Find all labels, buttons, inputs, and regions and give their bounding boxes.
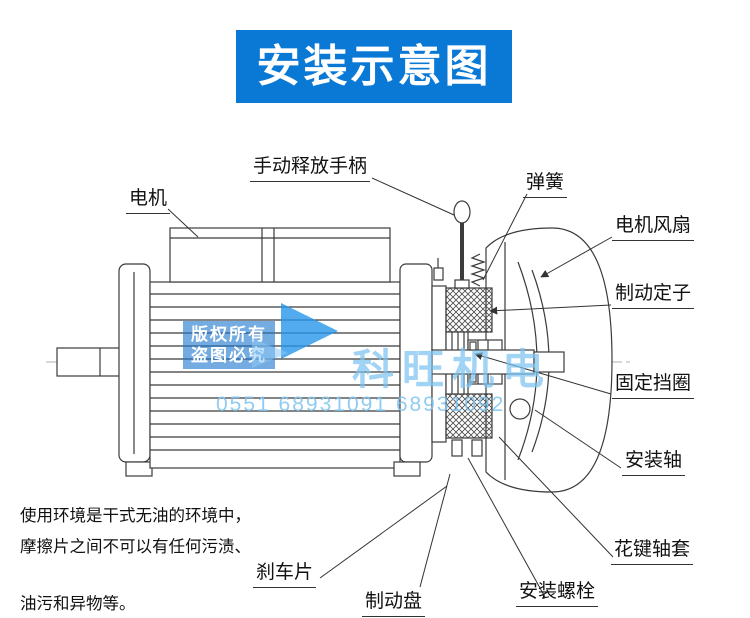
part-label-mounting-shaft-text: 安装轴 [622, 445, 686, 476]
part-label-retaining-ring-text: 固定挡圈 [612, 368, 695, 399]
part-label-brake-pad-text: 刹车片 [253, 557, 317, 588]
usage-note-line3: 油污和异物等。 [20, 595, 136, 613]
watermark-brand: 科旺机电 [352, 346, 553, 393]
watermark-copyright-line1: 版权所有 [191, 325, 267, 344]
terminal-box [169, 227, 391, 283]
part-label-mounting-shaft: 安装轴 [622, 445, 686, 476]
part-label-brake-pad: 刹车片 [253, 557, 317, 588]
mounting-bolt-right [471, 439, 483, 457]
watermark-copyright-line2: 盗图必究 [191, 346, 267, 365]
page-title: 安装示意图 [256, 41, 492, 91]
leader-ring [474, 352, 612, 395]
leader-motor [167, 208, 199, 238]
part-label-motor-fan: 电机风扇 [612, 210, 695, 241]
part-label-manual-release-handle: 手动释放手柄 [250, 151, 371, 182]
mounting-bolt-left [451, 439, 463, 457]
leader-stator [489, 304, 612, 315]
set-screw [433, 258, 444, 281]
part-label-brake-disc: 制动盘 [362, 586, 426, 617]
front-end-bell [118, 263, 153, 477]
release-handle-part [453, 200, 471, 289]
spring-coil [470, 253, 486, 287]
part-label-motor-fan-text: 电机风扇 [612, 210, 695, 241]
leader-spline [498, 436, 614, 558]
part-label-brake-stator-text: 制动定子 [612, 278, 695, 309]
leader-spring [482, 193, 528, 281]
retaining-ring-lower [469, 373, 477, 383]
leader-shaft [534, 409, 622, 469]
watermark-phone: 0551 68931091 68931092 [216, 393, 506, 416]
part-label-spring-text: 弹簧 [523, 167, 568, 198]
part-label-spline-sleeve: 花键轴套 [611, 534, 694, 565]
part-label-spline-sleeve-text: 花键轴套 [611, 534, 694, 565]
part-label-brake-disc-text: 制动盘 [362, 586, 426, 617]
retaining-ring-upper [469, 341, 477, 351]
part-label-mounting-bolt-text: 安装螺栓 [516, 576, 599, 607]
leader-fan [540, 236, 613, 278]
brake-stator-upper [445, 287, 493, 333]
leader-lines [167, 177, 622, 598]
part-label-mounting-bolt: 安装螺栓 [516, 576, 599, 607]
usage-note-line2: 摩擦片之间不可以有任何污渍、 [20, 538, 251, 556]
watermark-triangle-icon [281, 303, 338, 359]
brake-stator-lower [445, 393, 493, 439]
usage-note-line1: 使用环境是干式无油的环境中， [20, 507, 251, 525]
leader-handle [371, 177, 455, 216]
title-banner: 安装示意图 [236, 30, 512, 103]
usage-note: 使用环境是干式无油的环境中， 摩擦片之间不可以有任何污渍、 油污和异物等。 [20, 501, 251, 618]
part-label-brake-stator: 制动定子 [612, 278, 695, 309]
watermark-triangle-small-icon [252, 338, 288, 368]
leader-bolt [467, 457, 546, 598]
leader-pad [319, 485, 448, 579]
leader-disc [419, 473, 451, 588]
output-shaft-left [56, 347, 121, 377]
part-label-motor: 电机 [126, 183, 171, 214]
part-label-spring: 弹簧 [523, 167, 568, 198]
part-label-retaining-ring: 固定挡圈 [612, 368, 695, 399]
rear-end-bell [393, 263, 433, 477]
part-label-motor-text: 电机 [126, 183, 171, 214]
part-label-manual-release-handle-text: 手动释放手柄 [250, 151, 371, 182]
